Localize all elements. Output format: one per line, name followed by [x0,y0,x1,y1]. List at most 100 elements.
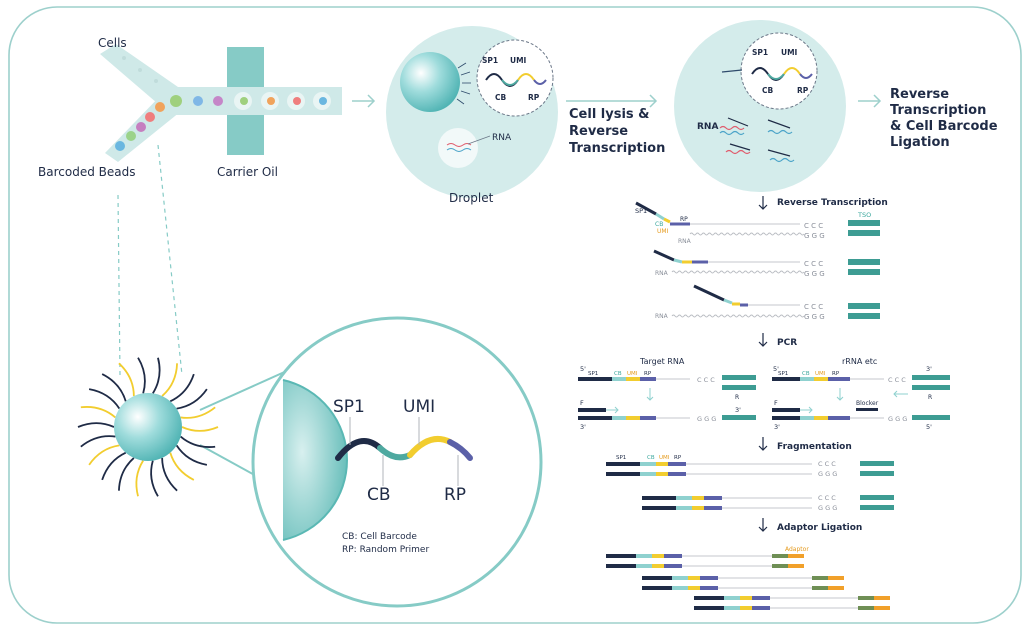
pcr-rrna-block [772,375,950,420]
pcr-r-3prime: 3' [774,423,780,431]
frag-ggg-2: G G G [818,504,837,512]
bead-primer-strand [180,435,216,448]
droplet-rp-label: RP [528,93,540,102]
umi-segment [688,576,700,580]
step-lysis-line3: Transcription [569,141,665,156]
sp1-segment [606,462,640,466]
rp-segment [704,496,722,500]
pcr-t-r: R [735,394,739,401]
bead-primer-strand [118,362,135,397]
frag-ccc-1: C C C [818,460,836,468]
barcoded-beads-label: Barcoded Beads [38,165,135,179]
adaptor-bars [606,554,890,610]
frag-cb: CB [647,455,655,461]
lysed-rna-label: RNA [697,122,718,132]
sp1-segment [606,564,636,568]
microfluidic-chip [100,44,342,162]
rt-ccc-1: C C C [804,222,823,230]
pcr-t-ggg: G G G [697,415,716,423]
droplet-rna-label: RNA [492,133,512,143]
frag-step-arrow [758,437,768,451]
pcr-step-arrow [758,333,768,347]
adaptor-title: Adaptor Ligation [777,523,862,533]
umi-segment [692,506,704,510]
umi-segment [692,496,704,500]
zoom-umi-label: UMI [403,397,435,417]
sp1-segment [642,576,672,580]
cb-segment [724,596,740,600]
step-lysis-line2: Reverse [569,124,628,139]
frag-umi: UMI [659,455,670,461]
adaptor-step-arrow [758,518,768,532]
bead-primer-strand [101,451,127,481]
bead-primer-strand [101,373,127,402]
rt-step-arrow [758,196,768,210]
arrow-to-rt-ligation [858,94,882,108]
pcr-t-f: F [580,399,584,407]
rt-rp: RP [680,216,688,223]
bead-primer-strand [161,363,178,397]
bead-primer-strand [77,422,115,428]
adaptor-segment [874,596,890,600]
lysed-umi-label: UMI [781,48,798,57]
rt-ggg-3: G G G [804,313,825,321]
rp-segment [752,596,770,600]
rt-row-3 [671,284,880,319]
bead-surface [283,380,347,540]
olive-segment [812,586,828,590]
pcr-r-ccc: C C C [888,376,906,384]
sp1-segment [606,554,636,558]
pcr-r-5prime-bottom: 5' [926,423,932,431]
olive-segment [812,576,828,580]
cb-segment [640,472,656,476]
pcr-r-f: F [774,399,778,407]
lysed-droplet [674,20,846,192]
adaptor-segment [828,576,844,580]
bead-primer-strand [161,457,178,492]
bead-primer-strand [88,444,120,466]
adaptor-segment [788,554,804,558]
primer-zoom-circle [476,39,554,117]
bead [400,52,460,112]
sp1-segment [694,606,724,610]
adaptor-segment [788,564,804,568]
rp-segment [664,554,682,558]
frag-rp: RP [674,455,682,461]
umi-segment [740,606,752,610]
lysed-sp1-label: SP1 [752,48,768,57]
droplet [386,26,558,198]
droplet-label: Droplet [449,191,494,205]
rp-segment [668,472,686,476]
frag-ggg-1: G G G [818,470,837,478]
bead-primer-strand [180,406,216,419]
primer-strand [335,436,473,461]
bead-primer-strand [137,357,146,394]
step-rt-line4: Ligation [890,135,950,150]
umi-segment [740,596,752,600]
umi-segment [688,586,700,590]
barcoded-bead [77,357,219,497]
cells-channel [100,44,178,109]
rp-segment [668,462,686,466]
cb-segment [676,496,692,500]
pcr-rrna-label: rRNA etc [842,357,877,366]
step-rt-line1: Reverse [890,87,949,102]
arrow-to-lysed [566,94,658,108]
bead-primer-strand [181,426,219,432]
rt-rna-2: RNA [655,270,669,277]
droplet-cb-label: CB [495,93,507,102]
sp1-segment [606,472,640,476]
rp-segment [700,576,718,580]
pcr-r-sp1: SP1 [778,371,788,377]
pcr-t-5prime: 5' [580,365,586,373]
rt-row-1 [635,201,880,236]
bead-primer-strand [169,452,195,481]
sp1-segment [694,596,724,600]
adaptor-label: Adaptor [785,546,809,553]
olive-segment [858,596,874,600]
pcr-r-umi: UMI [815,371,826,377]
bead-primer-strand [150,460,159,497]
pcr-t-3prime-right: 3' [735,406,741,414]
bead-primer-strand [152,357,161,394]
